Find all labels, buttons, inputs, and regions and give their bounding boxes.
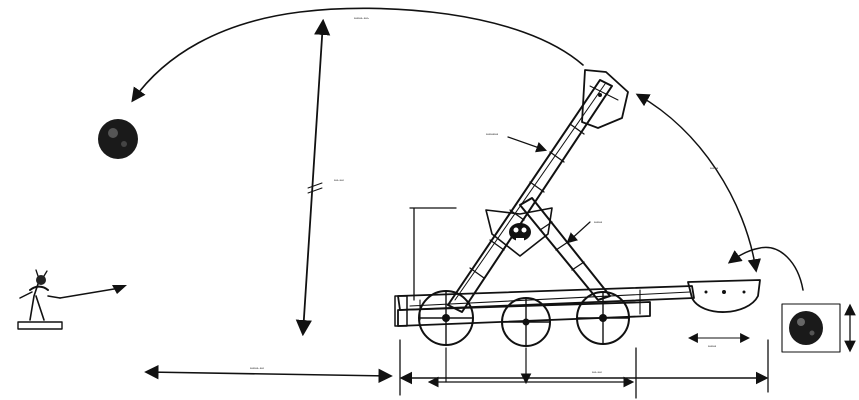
- wheel-left: [418, 290, 474, 346]
- arm-pointer: [507, 136, 548, 153]
- trajectory-arc: [131, 7, 584, 103]
- catapult-arm: [447, 69, 629, 313]
- soldier-figure: [17, 269, 127, 330]
- flying-cannonball: [98, 119, 138, 159]
- range-note: ꟷꟷ·ꟷ: [250, 366, 264, 372]
- arm-note: ꟷꟷꟷ: [486, 132, 498, 138]
- frame-note: ꟷꟷ: [594, 220, 602, 226]
- support-leg: [519, 197, 611, 301]
- vertical-note: ꟷ·ꟷ: [334, 178, 344, 184]
- release-note: ꟷꟷ: [710, 166, 718, 172]
- wheel-right: [576, 291, 630, 345]
- sling-cup: [687, 279, 761, 313]
- break-mark: [307, 182, 323, 194]
- cup-note: ꟷꟷ: [708, 344, 716, 350]
- frame-height-bracket: [409, 207, 457, 301]
- base-note: ꟷ·ꟷ: [592, 370, 602, 376]
- skull-shield: [485, 207, 553, 257]
- top-height-note: ꟷꟷ·ꟷ·: [354, 16, 370, 22]
- load-arrow: [727, 246, 804, 291]
- frame-pointer: [566, 221, 591, 244]
- height-arrow: [295, 18, 331, 337]
- loaded-ball: [781, 303, 856, 353]
- wheel-middle: [501, 297, 551, 347]
- range-arrow: [144, 364, 393, 384]
- release-arc: [635, 93, 761, 273]
